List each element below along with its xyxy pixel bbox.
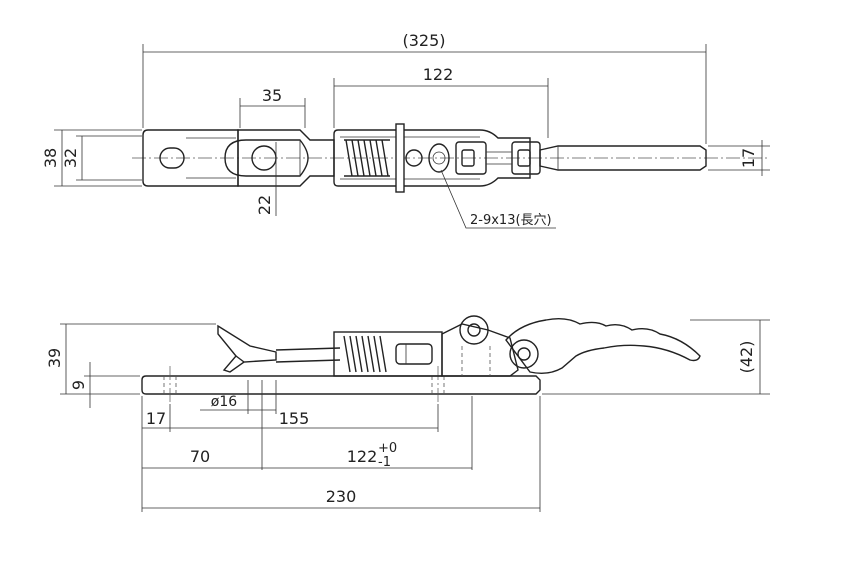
dim-plate-width-outer: 38	[41, 148, 60, 168]
dim-base-length: 230	[326, 487, 357, 506]
catch-hook-edge	[235, 355, 245, 363]
hook-end	[224, 139, 309, 177]
spring-coils	[344, 139, 390, 177]
pull-rod	[275, 347, 341, 351]
dim-tolerance-lower: -1	[378, 455, 391, 470]
dim-hook-reach: 155	[279, 409, 310, 428]
dim-hole-diameter: ø16	[211, 394, 237, 410]
dim-hook-depth: 22	[255, 195, 274, 215]
dim-plate-width-inner: 32	[61, 148, 80, 168]
handle-top	[539, 145, 707, 171]
dim-housing-length: 122	[423, 65, 454, 84]
slot-note: 2-9x13(長穴)	[470, 213, 552, 228]
handle-side	[505, 317, 701, 375]
upper-pivot	[459, 315, 489, 345]
dim-handle-width: 17	[739, 148, 758, 168]
dim-base-thickness: 9	[69, 380, 88, 390]
stopper-plate	[395, 123, 405, 193]
base-plate	[141, 375, 541, 395]
long-slot	[428, 143, 450, 173]
dim-side-height: 39	[45, 348, 64, 368]
dim-overall-length: (325)	[402, 31, 445, 50]
dim-hole-position: 70	[190, 447, 210, 466]
link-pin	[461, 149, 475, 167]
pull-rod	[275, 359, 341, 363]
link-block	[455, 141, 487, 175]
dim-hook-width: 35	[262, 86, 282, 105]
hook-plate-slot	[159, 147, 185, 169]
catch-hook	[217, 324, 277, 373]
side-bracket	[441, 323, 519, 377]
rod-pin	[405, 149, 423, 167]
long-slot-inner	[432, 151, 446, 165]
dim-edge-offset: 17	[146, 409, 166, 428]
side-view: 39 9 (42) ø16 17 155 70 122 +0 -1 230	[45, 315, 770, 512]
hook-plate	[142, 129, 239, 187]
main-pivot-inner	[517, 347, 531, 361]
spring-coils-side	[343, 335, 387, 373]
dim-tolerance-upper: +0	[378, 441, 397, 456]
main-pivot	[509, 339, 539, 369]
top-view: (325) 122 35 38 32 22 17 2-9x13(長穴)	[41, 31, 770, 229]
spring-housing	[333, 129, 531, 187]
link-pin-2	[517, 149, 531, 167]
dim-overall-height: (42)	[737, 341, 756, 374]
dim-hole-pitch: 122	[347, 447, 378, 466]
upper-pivot-inner	[467, 323, 481, 337]
leader-slot-note	[440, 169, 556, 229]
rod-end	[395, 343, 433, 365]
